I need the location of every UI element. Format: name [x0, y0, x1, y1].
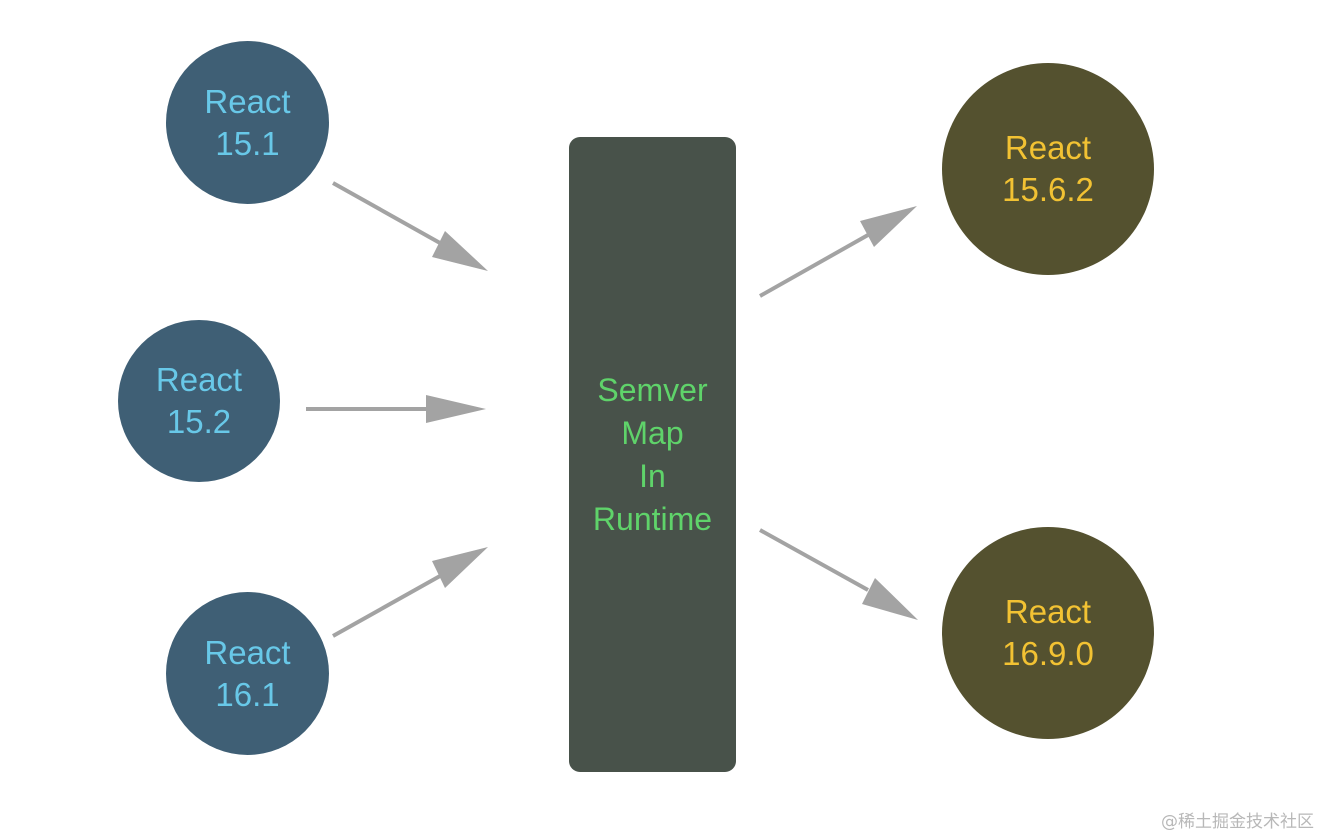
node-label-line1: React — [204, 633, 291, 671]
arrow-from-react-15-1 — [332, 181, 488, 271]
center-label-line: In — [639, 457, 666, 494]
center-label-line: Map — [621, 414, 684, 451]
node-label-line1: React — [1004, 593, 1092, 630]
node-label-line1: React — [155, 361, 243, 398]
semver-map-box: Semver Map In Runtime — [569, 137, 736, 772]
react-15-1-node: React 15.1 — [166, 41, 329, 204]
arrow-from-react-16-1 — [332, 547, 488, 638]
arrow-to-react-15-6-2 — [759, 206, 917, 298]
react-16-9-0-node: React 16.9.0 — [942, 527, 1154, 739]
center-label-line: Semver — [597, 371, 708, 408]
node-label-line2: 15.1 — [215, 124, 280, 162]
react-15-6-2-node: React 15.6.2 — [942, 63, 1154, 275]
center-label-line: Runtime — [592, 500, 713, 537]
watermark: @稀土掘金技术社区 — [1161, 812, 1314, 832]
arrow-from-react-15-2 — [306, 395, 486, 423]
react-15-2-node: React 15.2 — [118, 320, 280, 482]
node-label-line2: 15.2 — [166, 403, 232, 440]
node-label-line2: 16.9.0 — [1002, 635, 1094, 672]
react-16-1-node: React 16.1 — [166, 592, 329, 755]
arrow-to-react-16-9-0 — [759, 528, 918, 620]
node-label-line1: React — [1004, 129, 1092, 166]
node-label-line2: 15.6.2 — [1002, 171, 1094, 208]
node-label-line1: React — [204, 82, 291, 120]
node-label-line2: 16.1 — [215, 675, 280, 713]
